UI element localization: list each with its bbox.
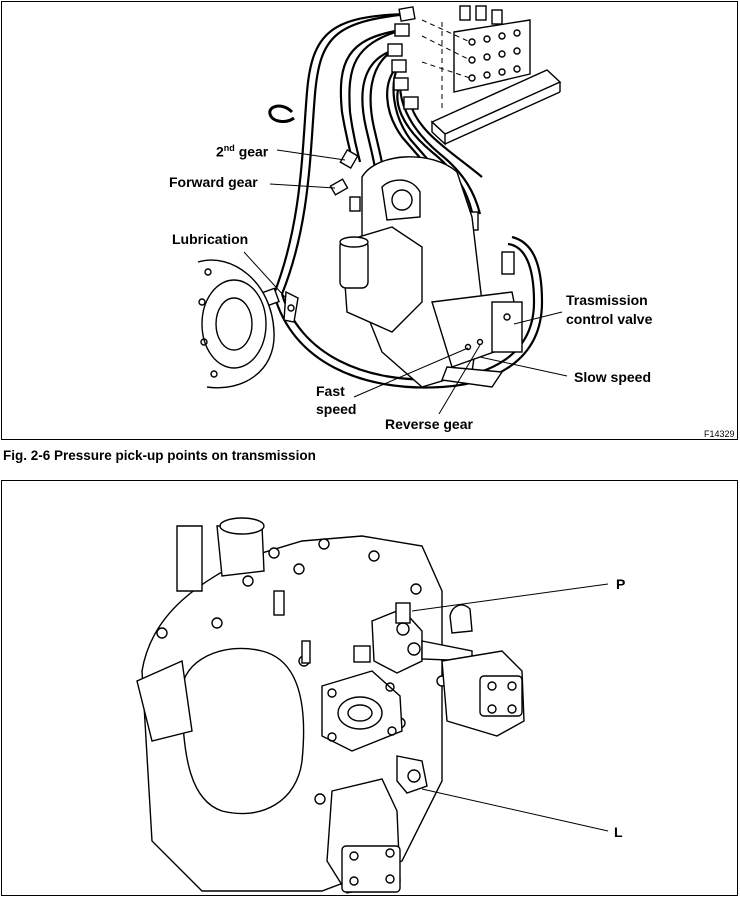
transmission-housing-drawing	[136, 517, 609, 894]
label-p: P	[616, 576, 626, 592]
transmission-hoses-drawing	[197, 5, 568, 415]
bottom-figure-panel: P L	[1, 480, 738, 896]
side-fittings	[273, 590, 371, 664]
label-fast-speed-line1: Fast	[316, 383, 345, 399]
hydraulic-pump-right	[441, 604, 525, 737]
guide-lines	[421, 19, 471, 112]
pickup-valve-block	[371, 602, 473, 674]
label-forward-gear: Forward gear	[169, 174, 258, 190]
output-flange	[321, 670, 403, 752]
label-l: L	[614, 824, 623, 840]
label-slow-speed: Slow speed	[574, 369, 652, 385]
figure-caption: Fig. 2-6 Pressure pick-up points on tran…	[3, 448, 316, 463]
circlip	[268, 104, 295, 123]
leader-lines	[243, 149, 568, 415]
leader-lines-bottom	[411, 583, 609, 832]
flywheel-housing	[197, 259, 299, 389]
hose-bracket	[430, 5, 562, 146]
label-transmission-control-valve-line2: control valve	[566, 311, 653, 327]
label-transmission-control-valve-line1: Trasmission	[566, 292, 648, 308]
label-2nd-gear: 2nd gear	[216, 143, 269, 160]
label-reverse-gear: Reverse gear	[385, 416, 473, 432]
figure-id: F14329	[704, 429, 735, 439]
hydraulic-pump-bottom	[326, 755, 428, 894]
top-figure-panel: 2nd gear Forward gear Lubrication Trasmi…	[1, 1, 738, 440]
label-fast-speed-line2: speed	[316, 401, 357, 417]
label-lubrication: Lubrication	[172, 231, 249, 247]
transmission-housing	[339, 156, 523, 388]
